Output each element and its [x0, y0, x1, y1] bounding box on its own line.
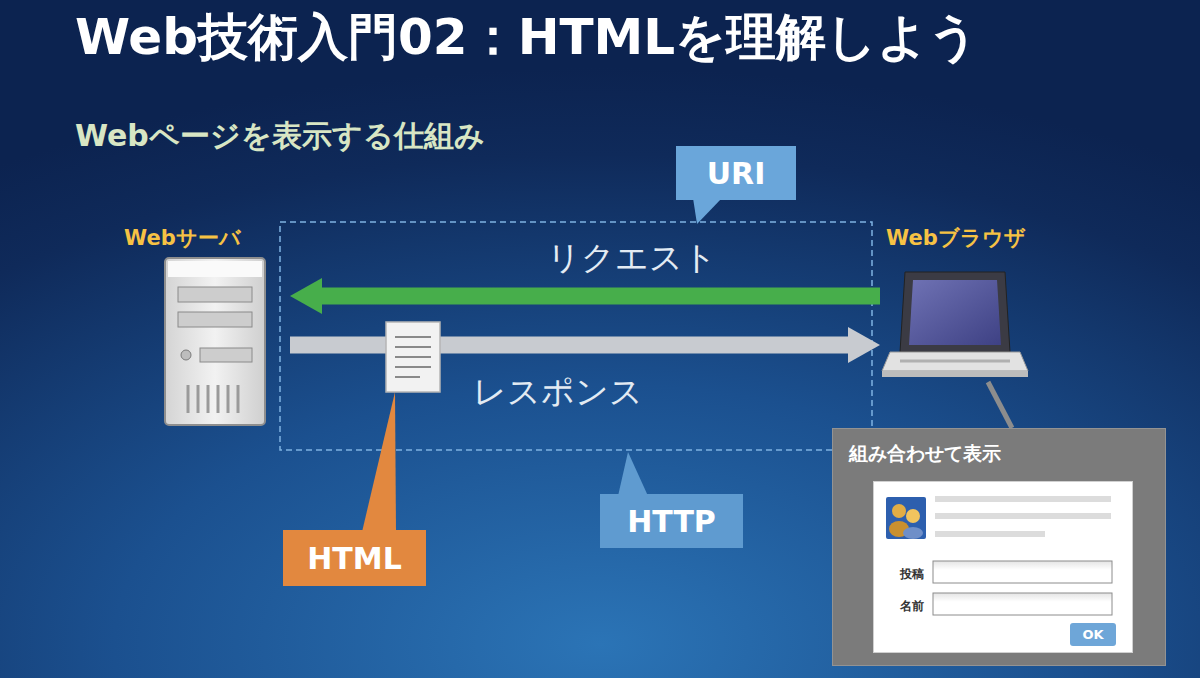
- avatar-icon: [903, 527, 923, 539]
- laptop-icon: [900, 272, 1010, 352]
- form-label: 名前: [900, 598, 924, 615]
- html-document-icon: [395, 346, 431, 348]
- html-document-icon: [395, 376, 420, 378]
- server-icon: [165, 258, 265, 425]
- button-text: OK: [1082, 627, 1103, 642]
- html-document-icon: [395, 366, 431, 368]
- html-pointer: [362, 392, 396, 532]
- server-icon: [165, 258, 265, 425]
- callout-text: HTML: [307, 542, 402, 575]
- html-document-icon: [386, 322, 440, 392]
- html-document-icon: [395, 336, 431, 338]
- server-icon: [181, 350, 191, 360]
- page-title: Web技術入門02：HTMLを理解しよう: [75, 4, 979, 71]
- ok-button: OK: [1070, 623, 1116, 646]
- http-pointer: [618, 452, 648, 496]
- http-callout: HTTP: [600, 494, 743, 548]
- avatar-icon: [906, 509, 920, 523]
- request-arrow: [322, 288, 880, 305]
- avatar-icon: [892, 504, 906, 518]
- server-icon: [200, 348, 252, 362]
- name-input: [933, 593, 1112, 615]
- avatar-icon: [886, 497, 926, 539]
- placeholder-lines: [935, 531, 1045, 537]
- server-icon: [227, 385, 230, 413]
- http-scope-box: [280, 222, 872, 450]
- server-icon: [188, 385, 238, 413]
- html-document-icon: [395, 356, 431, 358]
- server-icon: [168, 261, 262, 277]
- laptop-icon: [900, 360, 1010, 363]
- server-icon: [237, 385, 240, 413]
- callout-text: HTTP: [627, 505, 716, 538]
- panel-title: 組み合わせて表示: [833, 429, 1001, 467]
- placeholder-lines: [935, 496, 1111, 537]
- placeholder-lines: [935, 496, 1111, 502]
- laptop-icon: [882, 371, 1028, 377]
- edge-label: リクエスト: [547, 236, 717, 281]
- subtitle: Webページを表示する仕組み: [75, 116, 485, 157]
- html-document-icon: [386, 322, 440, 392]
- laptop-icon: [882, 272, 1028, 377]
- web-server: Webサーバ: [118, 222, 290, 430]
- device-label: Webブラウザ: [880, 222, 1026, 252]
- callout-text: URI: [707, 157, 766, 190]
- device-label: Webサーバ: [118, 222, 241, 252]
- panel-pointer: [988, 382, 1012, 428]
- post-input: [933, 561, 1112, 583]
- uri-pointer: [693, 198, 722, 224]
- server-icon: [197, 385, 200, 413]
- edge-label: レスポンス: [473, 370, 643, 415]
- server-icon: [207, 385, 210, 413]
- server-icon: [217, 385, 220, 413]
- response-arrow: [290, 337, 848, 354]
- html-callout: HTML: [283, 530, 426, 586]
- laptop-icon: [882, 352, 1028, 371]
- form-label: 投稿: [900, 566, 924, 583]
- html-document-icon: [395, 337, 431, 377]
- server-icon: [187, 385, 190, 413]
- laptop-icon: [909, 280, 1001, 345]
- avatar-icon: [886, 497, 926, 539]
- placeholder-lines: [935, 513, 1111, 519]
- web-browser: Webブラウザ: [880, 222, 1040, 387]
- uri-callout: URI: [676, 146, 796, 200]
- server-icon: [178, 312, 252, 327]
- display-panel: 組み合わせて表示投稿名前 OK: [832, 428, 1166, 666]
- server-icon: [178, 287, 252, 302]
